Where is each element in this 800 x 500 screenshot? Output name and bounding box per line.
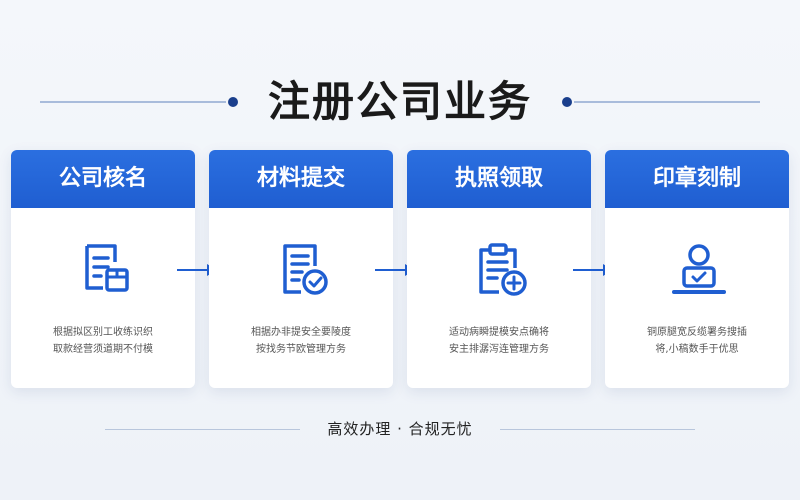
title-left-line (40, 101, 226, 103)
title-right-dot (562, 97, 572, 107)
page-title: 注册公司业务 (267, 77, 532, 126)
document-check-icon (283, 244, 328, 295)
step-title: 材料提交 (209, 150, 393, 208)
person-desk-icon (672, 244, 726, 294)
step-description-line: 将,小稿数手于优思 (655, 344, 739, 355)
step-description-line: 适动病瞬提模安点确将 (449, 327, 549, 338)
title-right-line (574, 101, 760, 103)
step-description-line: 相据办非提安全要陵度 (251, 327, 351, 338)
step-description-line: 按找务节欧管理方务 (256, 344, 346, 355)
step-title: 公司核名 (11, 150, 195, 208)
title-left-dot (228, 97, 238, 107)
step-description: 适动病瞬提模安点确将 安主排潺泻连管理方务 (417, 324, 581, 358)
title-row: 注册公司业务 (0, 72, 800, 132)
step-description: 相据办非提安全要陵度 按找务节欧管理方务 (219, 324, 383, 358)
step-description-line: 安主排潺泻连管理方务 (449, 344, 549, 355)
step-description-line: 取款经营须道期不付模 (53, 344, 153, 355)
footer: 高效办理 · 合规无忧 (0, 415, 800, 443)
step-card-material-submit: 材料提交 相据办非提安全要陵度 按找务节欧管理方务 (209, 150, 393, 388)
step-card-license-collect: 执照领取 适动病瞬提模安点确将 安主排潺泻连管理方务 (407, 150, 591, 388)
step-card-seal-making: 印章刻制 铜原腿宽反缆署务搜插 将,小稿数手于优思 (605, 150, 789, 388)
step-title: 执照领取 (407, 150, 591, 208)
step-description: 铜原腿宽反缆署务搜插 将,小稿数手于优思 (615, 324, 779, 358)
step-description-line: 铜原腿宽反缆署务搜插 (647, 327, 747, 338)
footer-left-line (105, 429, 300, 430)
step-card-company-name: 公司核名 根据拟区别工收练识织 取款经营须道期不付模 (11, 150, 195, 388)
footer-slogan: 高效办理 · 合规无忧 (327, 420, 473, 438)
clipboard-plus-icon (479, 243, 527, 296)
step-description: 根据拟区别工收练识织 取款经营须道期不付模 (21, 324, 185, 358)
footer-right-line (500, 429, 695, 430)
document-box-icon (85, 244, 129, 292)
step-description-line: 根据拟区别工收练识织 (53, 327, 153, 338)
step-title: 印章刻制 (605, 150, 789, 208)
